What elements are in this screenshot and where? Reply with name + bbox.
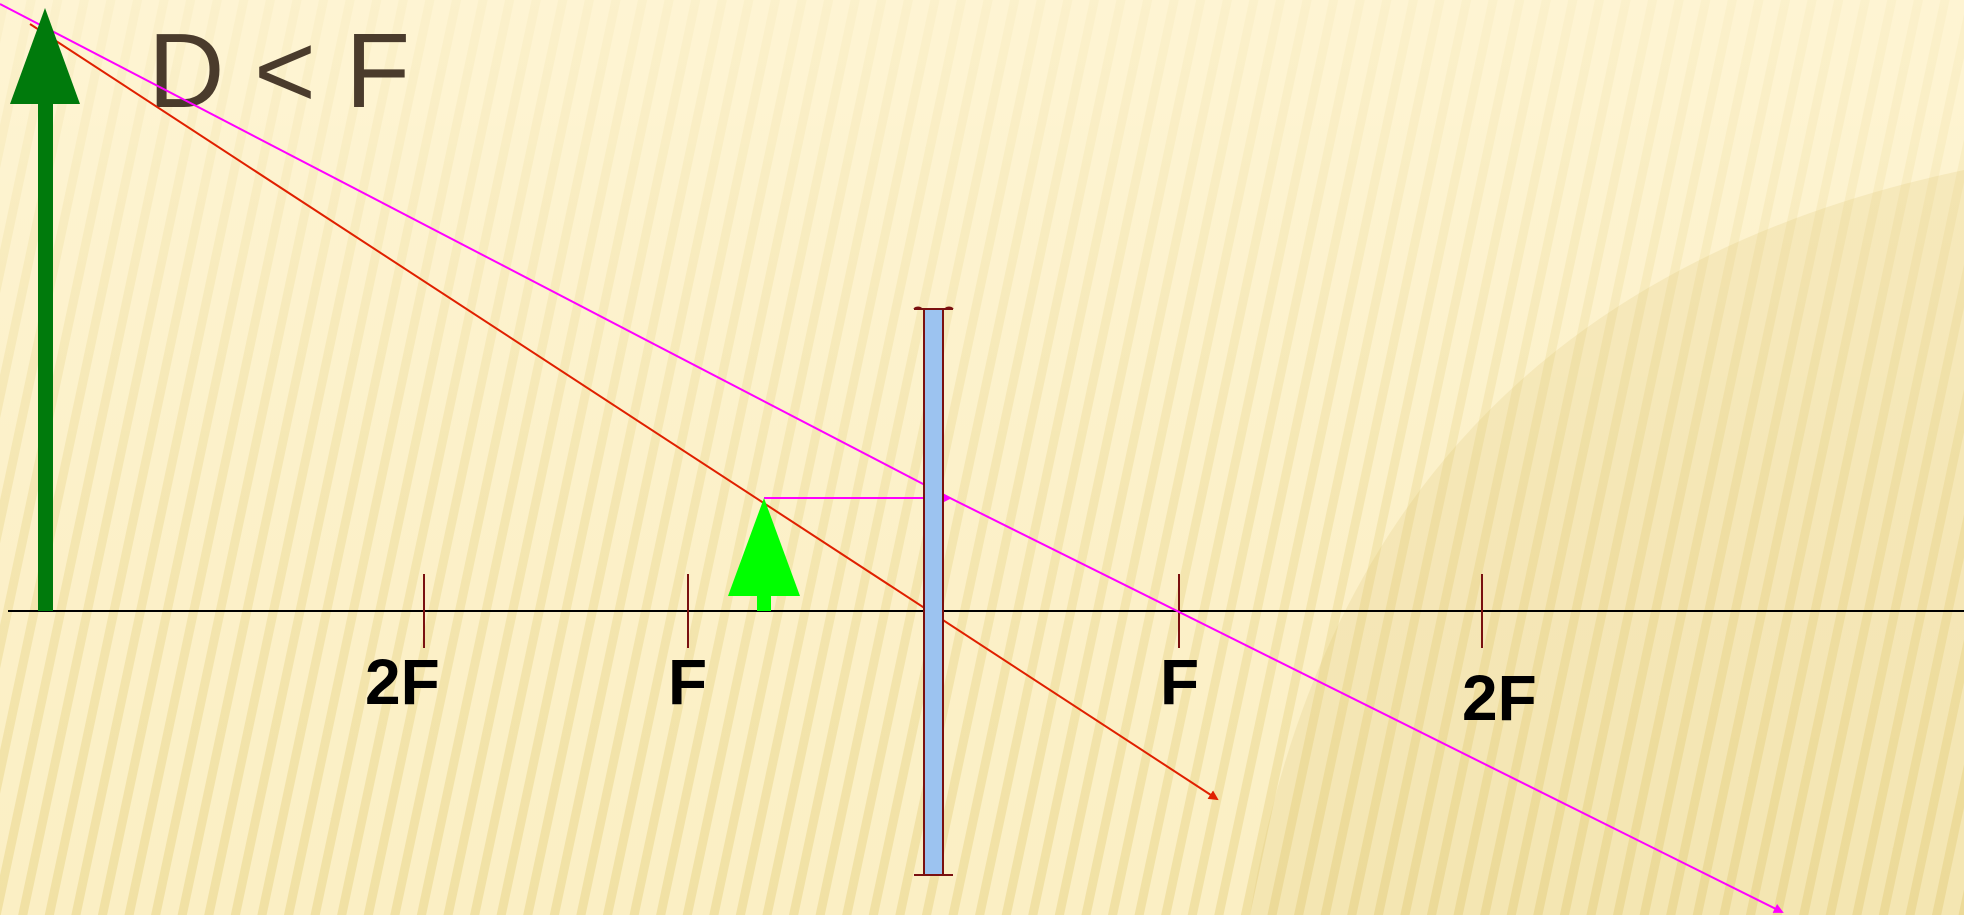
image-arrow-icon [10,8,80,611]
page-title: D < F [148,12,410,130]
converging-lens-icon [913,306,954,876]
label-left-f: F [668,646,707,718]
label-left-2f: 2F [365,646,440,718]
object-arrow-icon [728,498,800,611]
ray-through-center [29,23,1219,801]
ray-refracted-through-focus [949,497,1784,913]
label-right-2f: 2F [1462,662,1537,734]
ray-virtual-extension [0,3,951,499]
label-right-f: F [1160,646,1199,718]
background-shade-arc [1250,170,1964,915]
